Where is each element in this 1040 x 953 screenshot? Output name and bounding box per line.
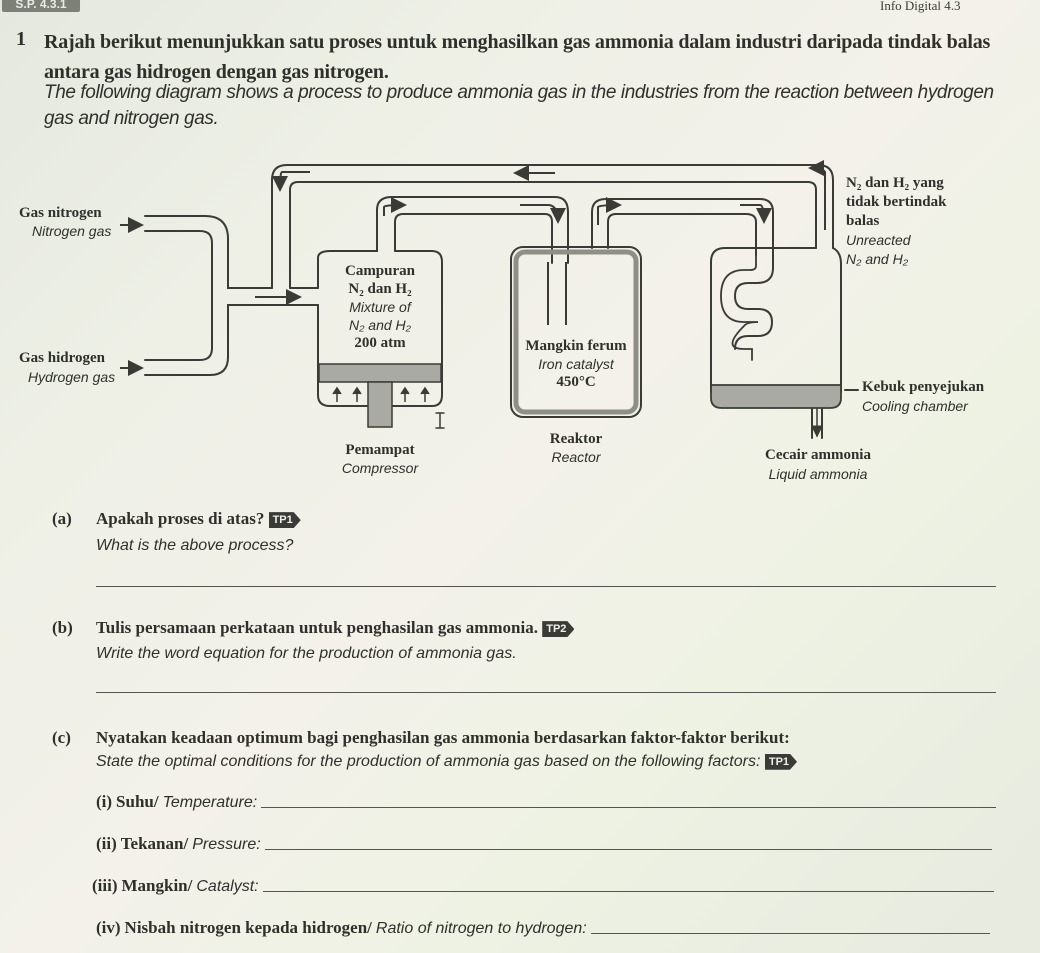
pressure-answer-line[interactable]: [264, 849, 992, 850]
part-c-label: (c): [52, 728, 71, 747]
item-number: (i): [96, 792, 113, 811]
catalyst-label: Mangkin ferum Iron catalyst 450°C: [513, 337, 639, 391]
unreacted-ms-3: balas: [846, 213, 880, 229]
mixture-line-4: N₂ and H₂: [348, 317, 412, 333]
liquid-ms: Cecair ammonia: [765, 447, 871, 463]
mixture-line-2: N₂ dan H₂: [348, 281, 412, 297]
temperature-answer-line[interactable]: [261, 807, 996, 808]
item-number: (ii): [96, 834, 117, 853]
part-a-text-ms: Apakah proses di atas?: [96, 509, 265, 528]
catalyst-temperature: 450°C: [556, 374, 596, 390]
part-c-question-en: State the optimal conditions for the pro…: [96, 753, 798, 771]
tp-badge: TP1: [268, 512, 301, 529]
unreacted-en-2: N₂ and H₂: [846, 251, 909, 267]
question-text-english: The following diagram shows a process to…: [44, 82, 994, 129]
tp-badge: TP2: [542, 621, 575, 638]
part-b-answer-line[interactable]: [96, 692, 996, 693]
cooling-chamber-label: Kebuk penyejukan Cooling chamber: [862, 378, 984, 416]
compressor-label: Pemampat Compressor: [322, 441, 438, 477]
part-c-text-en: State the optimal conditions for the pro…: [96, 753, 761, 770]
question-number: 1: [16, 28, 26, 50]
unreacted-ms-2: tidak bertindak: [846, 194, 947, 210]
item-label-en: Temperature:: [162, 794, 258, 811]
info-digital-label: Info Digital 4.3: [880, 0, 961, 13]
liquid-en: Liquid ammonia: [768, 466, 868, 482]
item-label-en: Ratio of nitrogen to hydrogen:: [375, 920, 587, 937]
haber-process-diagram: [120, 160, 859, 439]
label-hydrogen-en: Hydrogen gas: [28, 369, 116, 385]
part-c-item-iii: (iii) Mangkin/ Catalyst:: [92, 876, 994, 896]
part-b-question: Tulis persamaan perkataan untuk penghasi…: [96, 618, 575, 638]
item-label-en: Pressure:: [192, 836, 261, 853]
mixture-pressure: 200 atm: [354, 335, 406, 351]
cooling-ms: Kebuk penyejukan: [862, 379, 985, 395]
part-a-text-en: What is the above process?: [96, 537, 294, 554]
reactor-ms: Reaktor: [549, 431, 603, 447]
part-c-item-iv: (iv) Nisbah nitrogen kepada hidrogen/ Ra…: [96, 918, 990, 938]
item-label-ms: Tekanan/: [120, 834, 189, 853]
catalyst-ms: Mangkin ferum: [525, 338, 627, 354]
part-b-text-ms: Tulis persamaan perkataan untuk penghasi…: [96, 618, 538, 637]
mixture-line-1: Campuran: [344, 263, 415, 279]
catalyst-en: Iron catalyst: [538, 356, 614, 372]
item-label-ms: Suhu/: [116, 792, 159, 811]
part-c-item-i: (i) Suhu/ Temperature:: [96, 792, 996, 812]
item-label-en: Catalyst:: [196, 878, 259, 895]
part-a-question: Apakah proses di atas? TP1: [96, 509, 301, 529]
label-hydrogen-ms: Gas hidrogen: [19, 350, 105, 366]
reactor-en: Reactor: [551, 449, 601, 465]
catalyst-answer-line[interactable]: [262, 891, 994, 892]
part-b-label: (b): [52, 618, 73, 637]
tp-badge: TP1: [764, 753, 798, 770]
section-badge: S.P. 4.3.1: [2, 0, 80, 12]
part-c-item-ii: (ii) Tekanan/ Pressure:: [96, 834, 992, 854]
mixture-label: Campuran N₂ dan H₂ Mixture of N₂ and H₂ …: [322, 262, 438, 352]
label-nitrogen-en: Nitrogen gas: [32, 223, 112, 239]
label-nitrogen-ms: Gas nitrogen: [19, 205, 102, 221]
item-number: (iv): [96, 918, 121, 937]
unreacted-en-1: Unreacted: [846, 232, 911, 248]
compressor-en: Compressor: [341, 460, 419, 476]
item-label-ms: Mangkin/: [121, 876, 193, 895]
item-number: (iii): [92, 876, 118, 895]
unreacted-ms-1: N₂ dan H₂ yang: [846, 175, 944, 191]
reactor-label: Reaktor Reactor: [513, 430, 639, 466]
mixture-line-3: Mixture of: [349, 299, 411, 315]
part-a-answer-line[interactable]: [96, 586, 996, 587]
part-c-text-ms: Nyatakan keadaan optimum bagi penghasila…: [96, 728, 790, 747]
cooling-en: Cooling chamber: [862, 398, 968, 414]
question-text-malay: Rajah berikut menunjukkan satu proses un…: [44, 31, 991, 83]
compressor-ms: Pemampat: [345, 442, 415, 458]
liquid-ammonia-label: Cecair ammonia Liquid ammonia: [748, 446, 888, 484]
ratio-answer-line[interactable]: [590, 933, 990, 934]
item-label-ms: Nisbah nitrogen kepada hidrogen/: [124, 918, 372, 937]
part-a-label: (a): [52, 509, 72, 528]
unreacted-label: N₂ dan H₂ yang tidak bertindak balas Unr…: [846, 174, 946, 269]
part-b-text-en: Write the word equation for the producti…: [96, 645, 517, 662]
